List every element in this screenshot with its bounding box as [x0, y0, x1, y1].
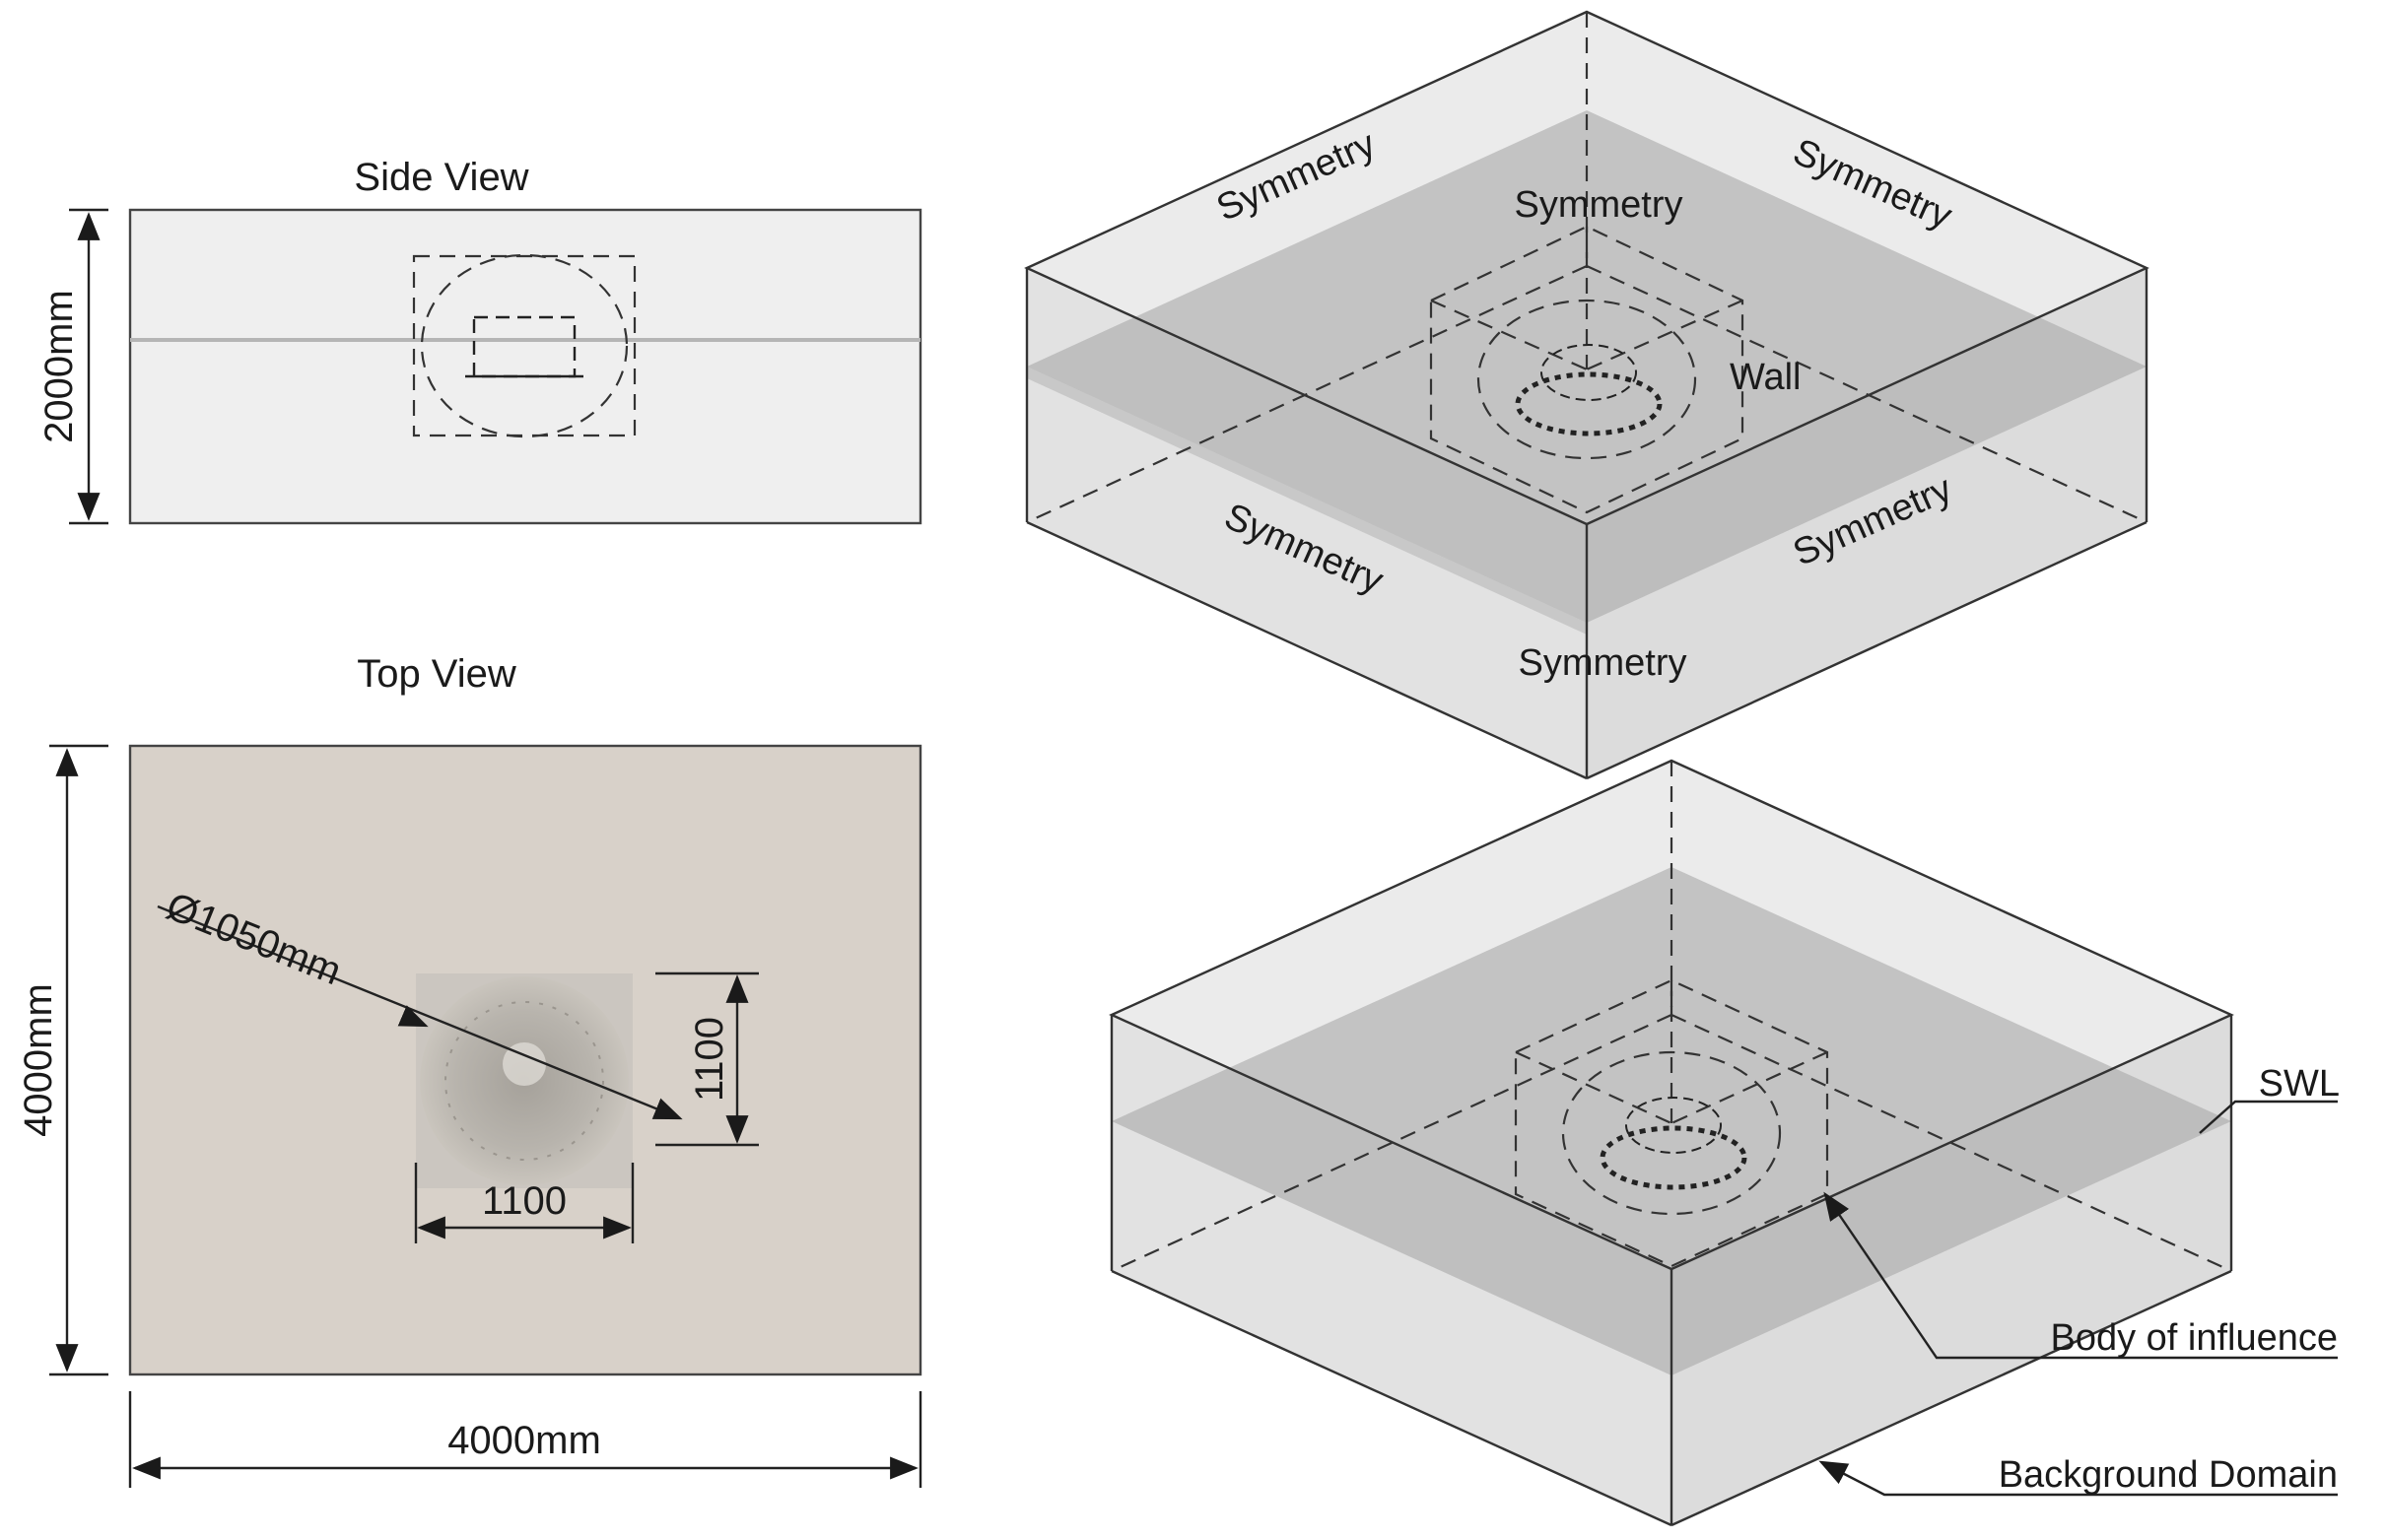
- iso1-inner-ellipse: [1540, 344, 1637, 401]
- iso2-inner-ellipse: [1625, 1097, 1722, 1154]
- bg-leader: [1818, 1460, 2338, 1497]
- diameter-leader-start-arrow: [397, 1005, 429, 1028]
- side-view-title: Side View: [354, 156, 528, 199]
- swl-leader: [2199, 1100, 2338, 1134]
- iso1-sphere: [1476, 299, 1697, 460]
- iso1-body-of-influence: [1429, 225, 1744, 514]
- iso1-bolt-ring: [1515, 371, 1663, 436]
- boi-leader: [1823, 1191, 2338, 1360]
- iso1-boi-inner-l: [1430, 299, 1588, 371]
- iso-boundary-view: Symmetry Symmetry Symmetry Wall Symmetry…: [1024, 10, 2149, 780]
- iso2-boi-inner-r: [1670, 1050, 1828, 1125]
- top-view-highlight: [503, 1042, 546, 1086]
- top-view-height-dim: 4000mm: [17, 983, 60, 1137]
- top-view-box-width-dim: 1100: [482, 1179, 567, 1223]
- side-view-sphere: [420, 253, 629, 438]
- top-view-title: Top View: [357, 652, 516, 696]
- top-view-box-height-dim: 1100: [688, 1017, 731, 1102]
- iso2-edge-bottom-left: [1111, 1269, 1672, 1527]
- iso2-label-background-domain: Background Domain: [1999, 1454, 2338, 1496]
- iso-domain-view: SWL Body of influence Background Domain: [1109, 759, 2340, 1527]
- top-view: Top View Ø1050mm 1100 1100 4000mm 4000mm: [17, 652, 922, 1488]
- iso1-hidden-left: [1026, 264, 1588, 524]
- iso2-label-body-of-influence: Body of influence: [2050, 1317, 2338, 1359]
- iso1-water-edge-left: [1027, 367, 1587, 635]
- side-view: Side View 2000mm: [37, 156, 922, 525]
- side-view-height-dim: 2000mm: [37, 290, 81, 443]
- iso2-sphere: [1561, 1050, 1782, 1216]
- iso2-bolt-ring: [1600, 1125, 1747, 1190]
- top-view-bolt-ring: [444, 1001, 604, 1161]
- iso1-edge-bottom-right: [1586, 520, 2147, 780]
- iso2-edge-bottom-right: [1670, 1269, 2232, 1527]
- top-view-width-dim: 4000mm: [447, 1419, 601, 1462]
- side-view-domain: [128, 208, 922, 525]
- iso1-hidden-right: [1586, 264, 2147, 524]
- iso1-label-sym-top-back: Symmetry: [1515, 184, 1683, 226]
- iso1-label-wall: Wall: [1730, 357, 1801, 398]
- iso2-body-of-influence: [1514, 978, 1829, 1268]
- side-view-inner-box: [472, 315, 577, 378]
- side-view-body-of-influence: [412, 254, 637, 437]
- iso1-edge-bottom-left: [1026, 520, 1588, 780]
- iso1-boi-inner-r: [1586, 299, 1743, 371]
- iso2-boi-inner-l: [1515, 1050, 1672, 1125]
- iso1-label-sym-bottom: Symmetry: [1519, 642, 1687, 684]
- iso2-label-swl: SWL: [2259, 1063, 2340, 1105]
